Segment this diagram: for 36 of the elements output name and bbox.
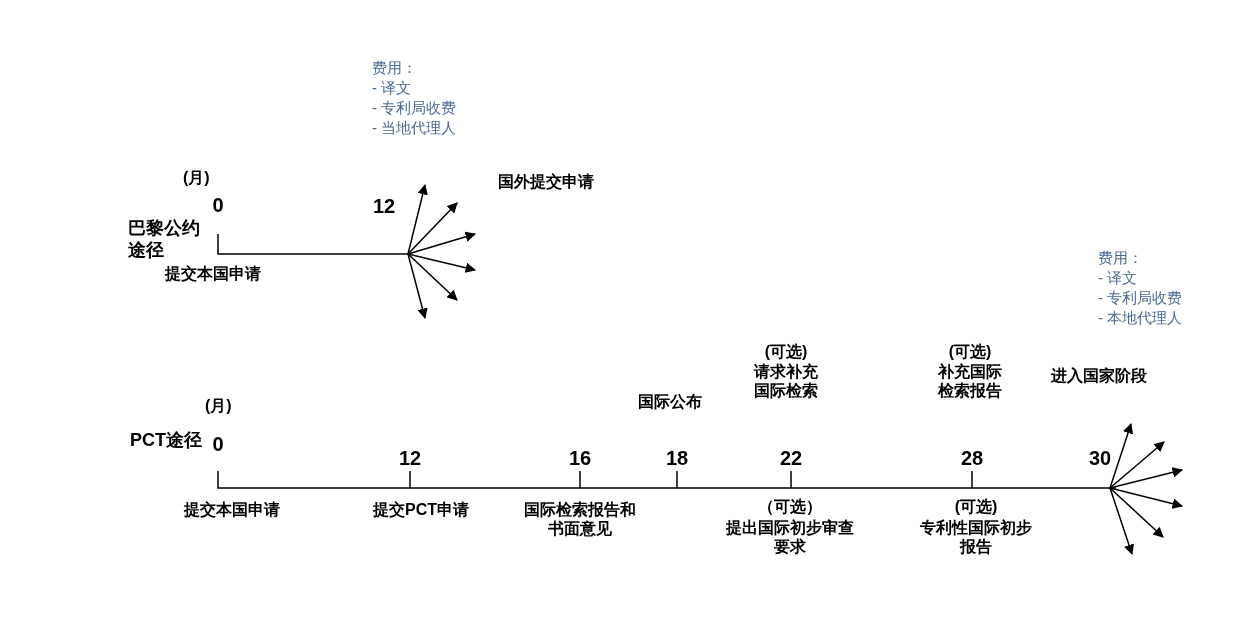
event-label: 提交本国申请 xyxy=(184,500,280,520)
event-label: 请求补充国际检索 xyxy=(752,362,819,401)
month-number: 0 xyxy=(212,432,224,456)
month-number: 30 xyxy=(1088,446,1112,470)
fee-heading: 费用： xyxy=(372,59,417,77)
month-number: 0 xyxy=(212,193,224,217)
optional-tag: (可选) xyxy=(954,497,998,517)
event-label: 国际公布 xyxy=(638,392,702,412)
event-label: 提交本国申请 xyxy=(165,264,261,284)
month-number: 12 xyxy=(372,194,396,218)
unit-label: (月) xyxy=(183,168,210,188)
month-number: 12 xyxy=(398,446,422,470)
event-label: 国外提交申请 xyxy=(498,172,594,192)
fee-item: - 本地代理人 xyxy=(1098,309,1183,327)
month-number: 22 xyxy=(779,446,803,470)
route-label: PCT途径 xyxy=(130,430,202,452)
month-number: 18 xyxy=(665,446,689,470)
event-label: 提出国际初步审查要求 xyxy=(724,518,855,557)
fee-item: - 专利局收费 xyxy=(1098,289,1183,307)
route-label: 巴黎公约途径 xyxy=(128,218,201,262)
event-label: 进入国家阶段 xyxy=(1051,366,1147,386)
fee-item: - 译文 xyxy=(372,79,412,97)
month-number: 16 xyxy=(568,446,592,470)
month-number: 28 xyxy=(960,446,984,470)
fee-item: - 当地代理人 xyxy=(372,119,457,137)
event-label: 补充国际检索报告 xyxy=(937,362,1003,401)
optional-tag: (可选) xyxy=(948,342,992,362)
fee-item: - 专利局收费 xyxy=(372,99,457,117)
unit-label: (月) xyxy=(205,396,232,416)
event-label: 提交PCT申请 xyxy=(373,500,469,520)
optional-tag: (可选) xyxy=(764,342,808,362)
optional-tag: （可选） xyxy=(758,497,822,517)
fee-item: - 译文 xyxy=(1098,269,1138,287)
event-label: 国际检索报告和书面意见 xyxy=(523,500,637,539)
event-label: 专利性国际初步报告 xyxy=(919,518,1033,557)
fee-heading: 费用： xyxy=(1098,249,1143,267)
